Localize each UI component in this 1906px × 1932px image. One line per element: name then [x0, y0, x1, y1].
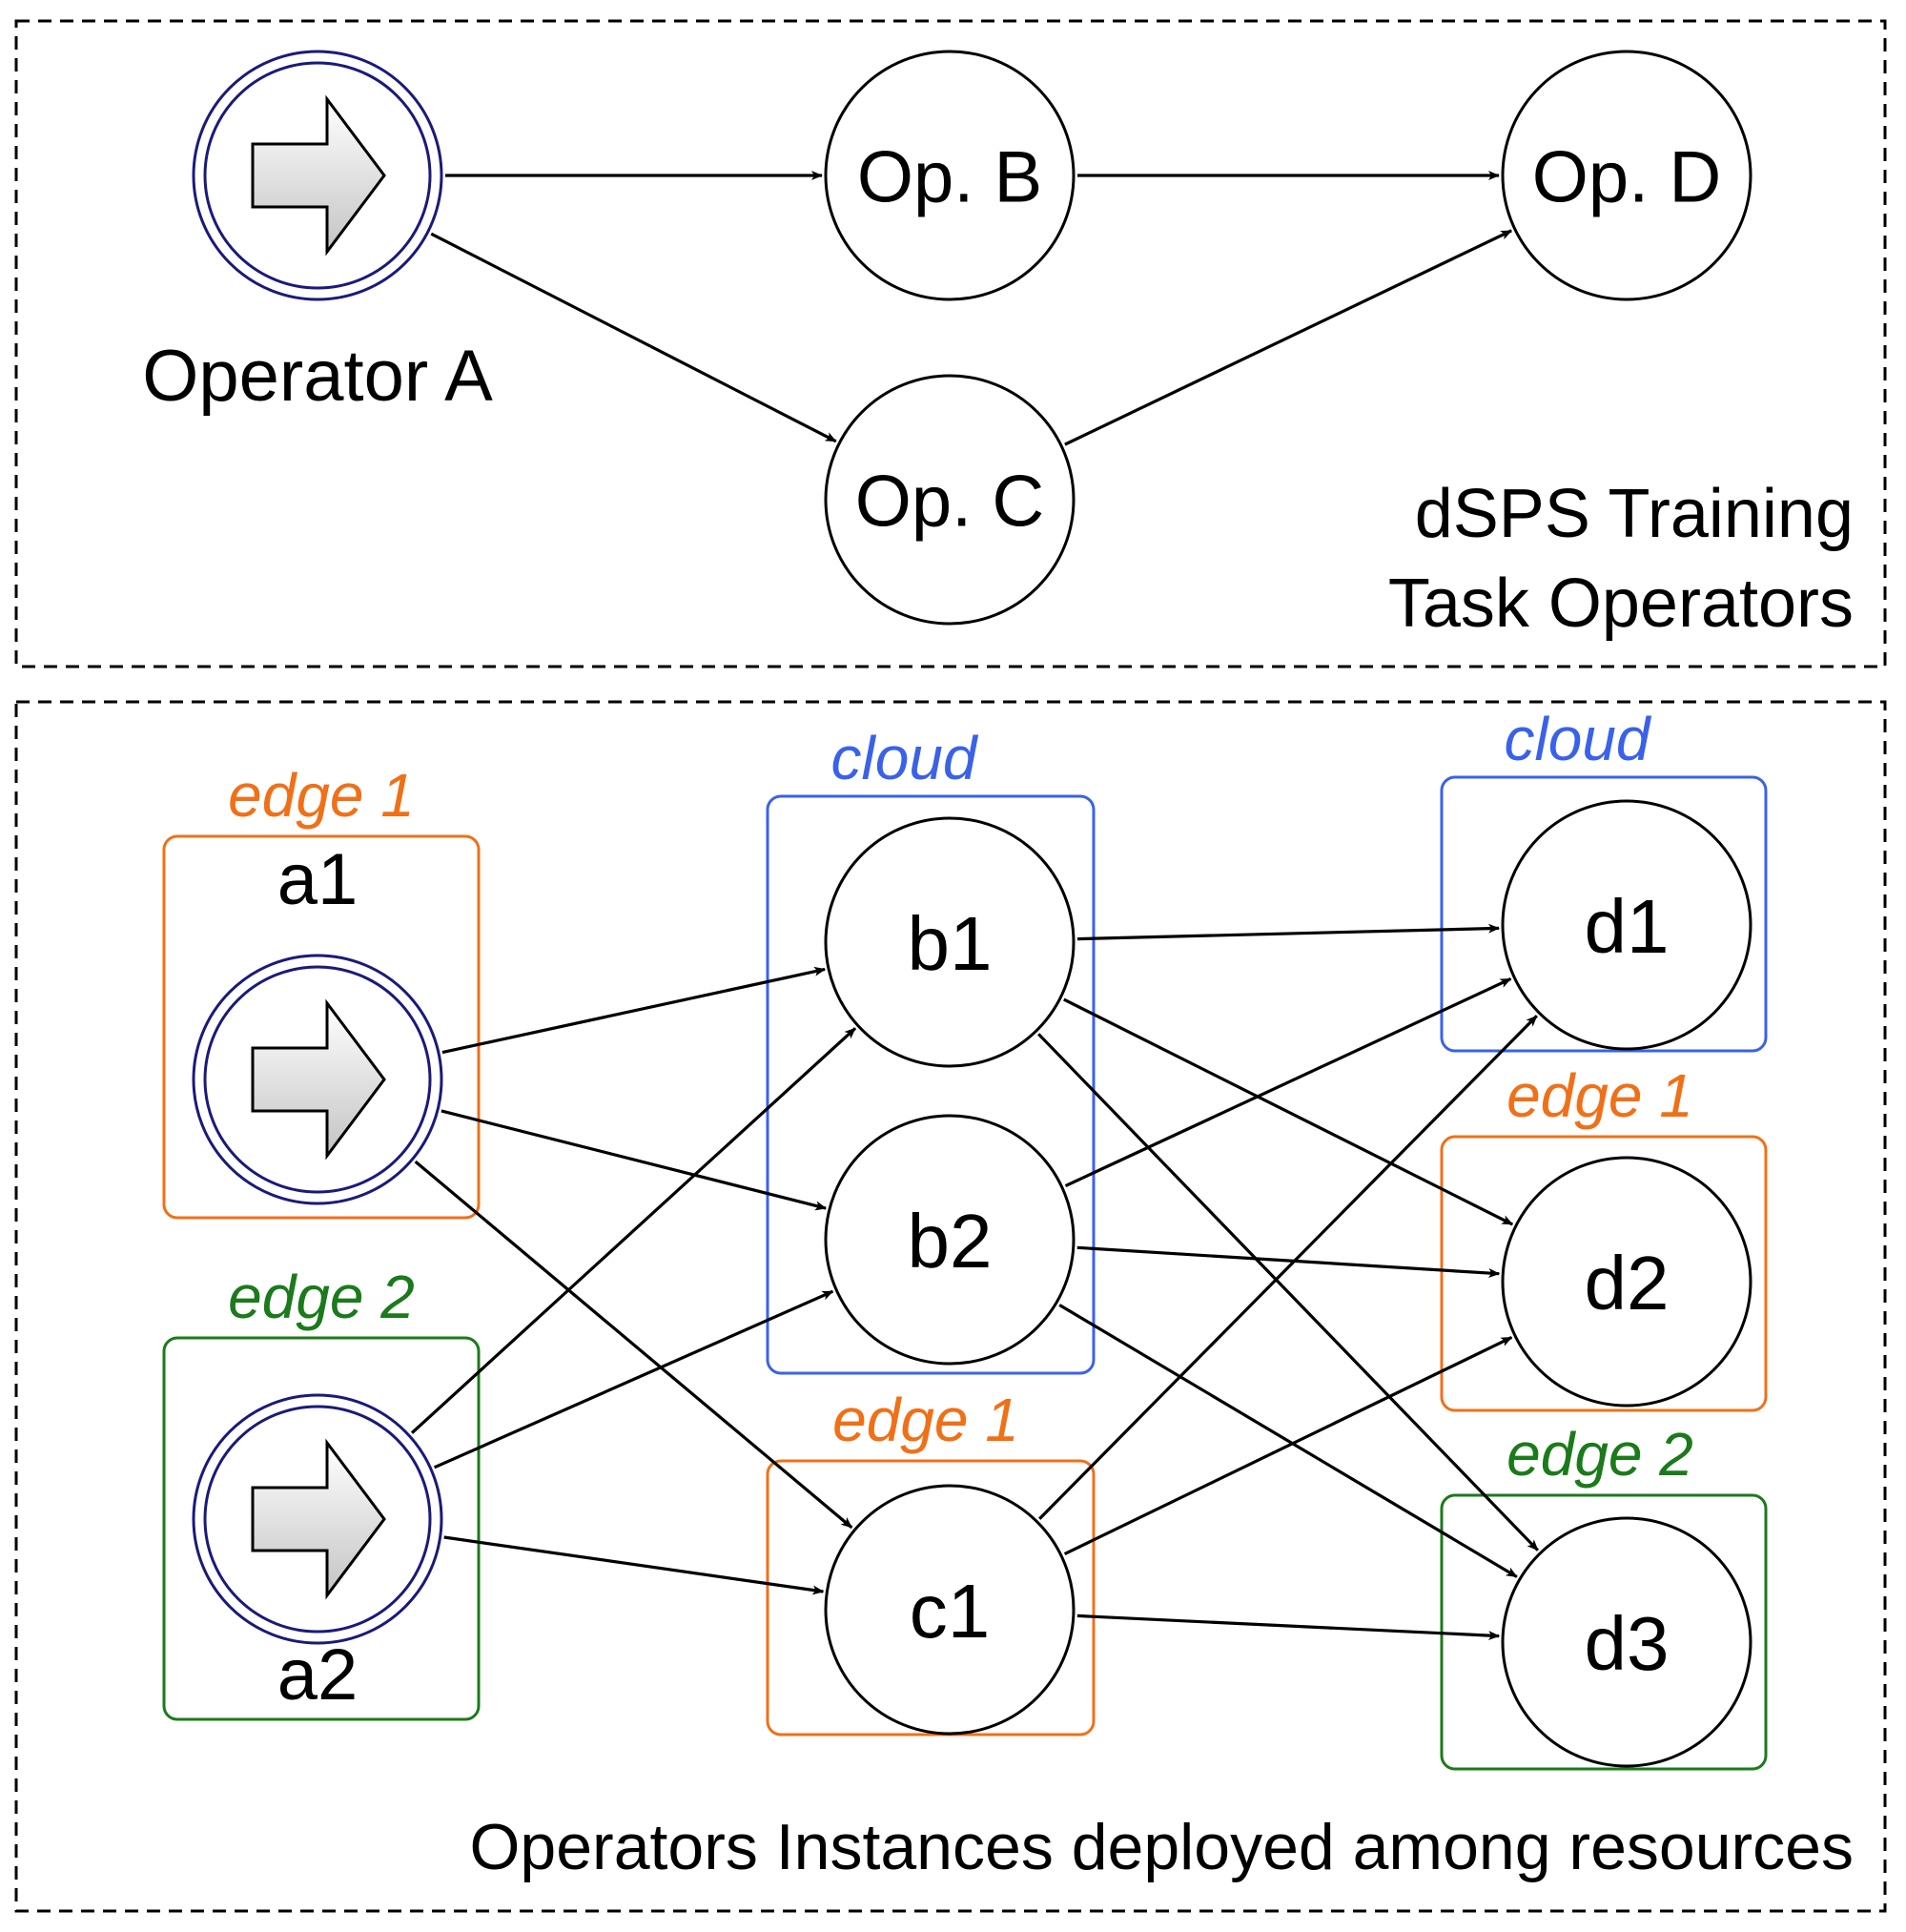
resource-group-label: edge 2: [1506, 1420, 1693, 1489]
edge-arrow-A-to-C: [430, 232, 837, 443]
source-inner-ring: [203, 61, 432, 290]
operator-circle: [824, 816, 1076, 1068]
source-node-a1: [192, 954, 443, 1205]
edge-arrow-a1-to-c1: [414, 1160, 853, 1530]
operator-node-d2: d2: [1501, 1156, 1752, 1408]
edge-arrow-b2-to-d1: [1064, 977, 1512, 1187]
edge-arrow-C-to-D: [1064, 229, 1513, 446]
edge-arrow-b2-to-d2: [1076, 1245, 1501, 1279]
edge-arrow-a1-to-b2: [441, 1109, 828, 1211]
resource-group-box: [766, 794, 1096, 1375]
operator-label: c1: [910, 1569, 991, 1654]
operator-node-d3: d3: [1501, 1516, 1752, 1768]
operator-label: Op. B: [857, 136, 1042, 217]
arrow-right-icon: [251, 94, 386, 257]
operator-circle: [1501, 1156, 1752, 1408]
resource-group-label: edge 1: [1506, 1061, 1693, 1130]
operator-label: d2: [1585, 1241, 1670, 1326]
top-panel-caption-line1: dSPS Training: [1415, 476, 1854, 552]
source-instance-label: a1: [277, 839, 359, 920]
source-operator-label: Operator A: [142, 336, 493, 417]
resource-group-label: cloud: [1505, 705, 1652, 773]
bottom-panel-caption: Operators Instances deployed among resou…: [470, 1811, 1854, 1883]
resource-group-label: edge 2: [228, 1263, 415, 1331]
edge-arrow-b2-to-d3: [1058, 1304, 1518, 1578]
operator-circle: [1501, 50, 1752, 301]
resource-group-box: [1440, 1135, 1768, 1412]
operator-node-c1: c1: [824, 1484, 1076, 1736]
edge-arrow-c1-to-d1: [1038, 1015, 1538, 1520]
edge-arrow-c1-to-d2: [1063, 1335, 1513, 1556]
source-inner-ring: [203, 965, 432, 1194]
operator-node-b1: b1: [824, 816, 1076, 1068]
operator-circle: [824, 374, 1076, 626]
resource-group-box: [162, 834, 481, 1220]
edge-arrow-b1-to-d3: [1037, 1033, 1539, 1552]
resource-group-label: edge 1: [832, 1386, 1019, 1454]
operator-node-B: Op. B: [824, 50, 1076, 301]
resource-group-box: [1440, 775, 1768, 1053]
arrow-right-icon: [251, 1438, 386, 1600]
operator-circle: [824, 50, 1076, 301]
operator-node-d1: d1: [1501, 799, 1752, 1051]
edge-arrow-a2-to-b1: [410, 1027, 857, 1434]
source-inner-ring: [203, 1405, 432, 1634]
edge-arrow-c1-to-d3: [1076, 1613, 1501, 1641]
resource-group-box: [162, 1336, 481, 1721]
resource-group-label: cloud: [831, 724, 979, 792]
operator-node-D: Op. D: [1501, 50, 1752, 301]
edge-arrow-b1-to-d1: [1076, 923, 1501, 941]
top-panel-caption-line2: Task Operators: [1388, 565, 1854, 642]
operator-circle: [824, 1484, 1076, 1736]
operator-label: b2: [908, 1199, 993, 1284]
edge-arrow-b1-to-d2: [1063, 997, 1514, 1226]
nodes-layer: Op. B Op. C Op. D a1 a2 b1 b2 c1 d1 d2 d3: [192, 50, 1752, 1768]
source-node-A: [192, 50, 443, 301]
operator-label: Op. D: [1532, 136, 1722, 217]
resource-group-label: edge 1: [228, 761, 415, 830]
edge-arrow-a2-to-b2: [433, 1289, 834, 1470]
operator-label: Op. C: [855, 461, 1045, 542]
operator-circle: [824, 1114, 1076, 1366]
edge-arrow-a1-to-b1: [441, 966, 827, 1055]
resource-group-box: [766, 1459, 1096, 1737]
source-node-a2: [192, 1393, 443, 1645]
edges-layer: [410, 171, 1539, 1641]
operator-label: d1: [1585, 884, 1670, 969]
arrow-right-icon: [251, 998, 386, 1161]
operator-circle: [1501, 799, 1752, 1051]
operator-node-C: Op. C: [824, 374, 1076, 626]
operator-label: b1: [908, 901, 993, 986]
bottom-panel: [14, 700, 1887, 1913]
top-panel: [14, 19, 1887, 668]
operator-node-b2: b2: [824, 1114, 1076, 1366]
source-instance-label: a2: [277, 1634, 359, 1716]
operator-circle: [1501, 1516, 1752, 1768]
edge-arrow-a2-to-c1: [443, 1535, 825, 1595]
operator-label: d3: [1585, 1601, 1670, 1686]
